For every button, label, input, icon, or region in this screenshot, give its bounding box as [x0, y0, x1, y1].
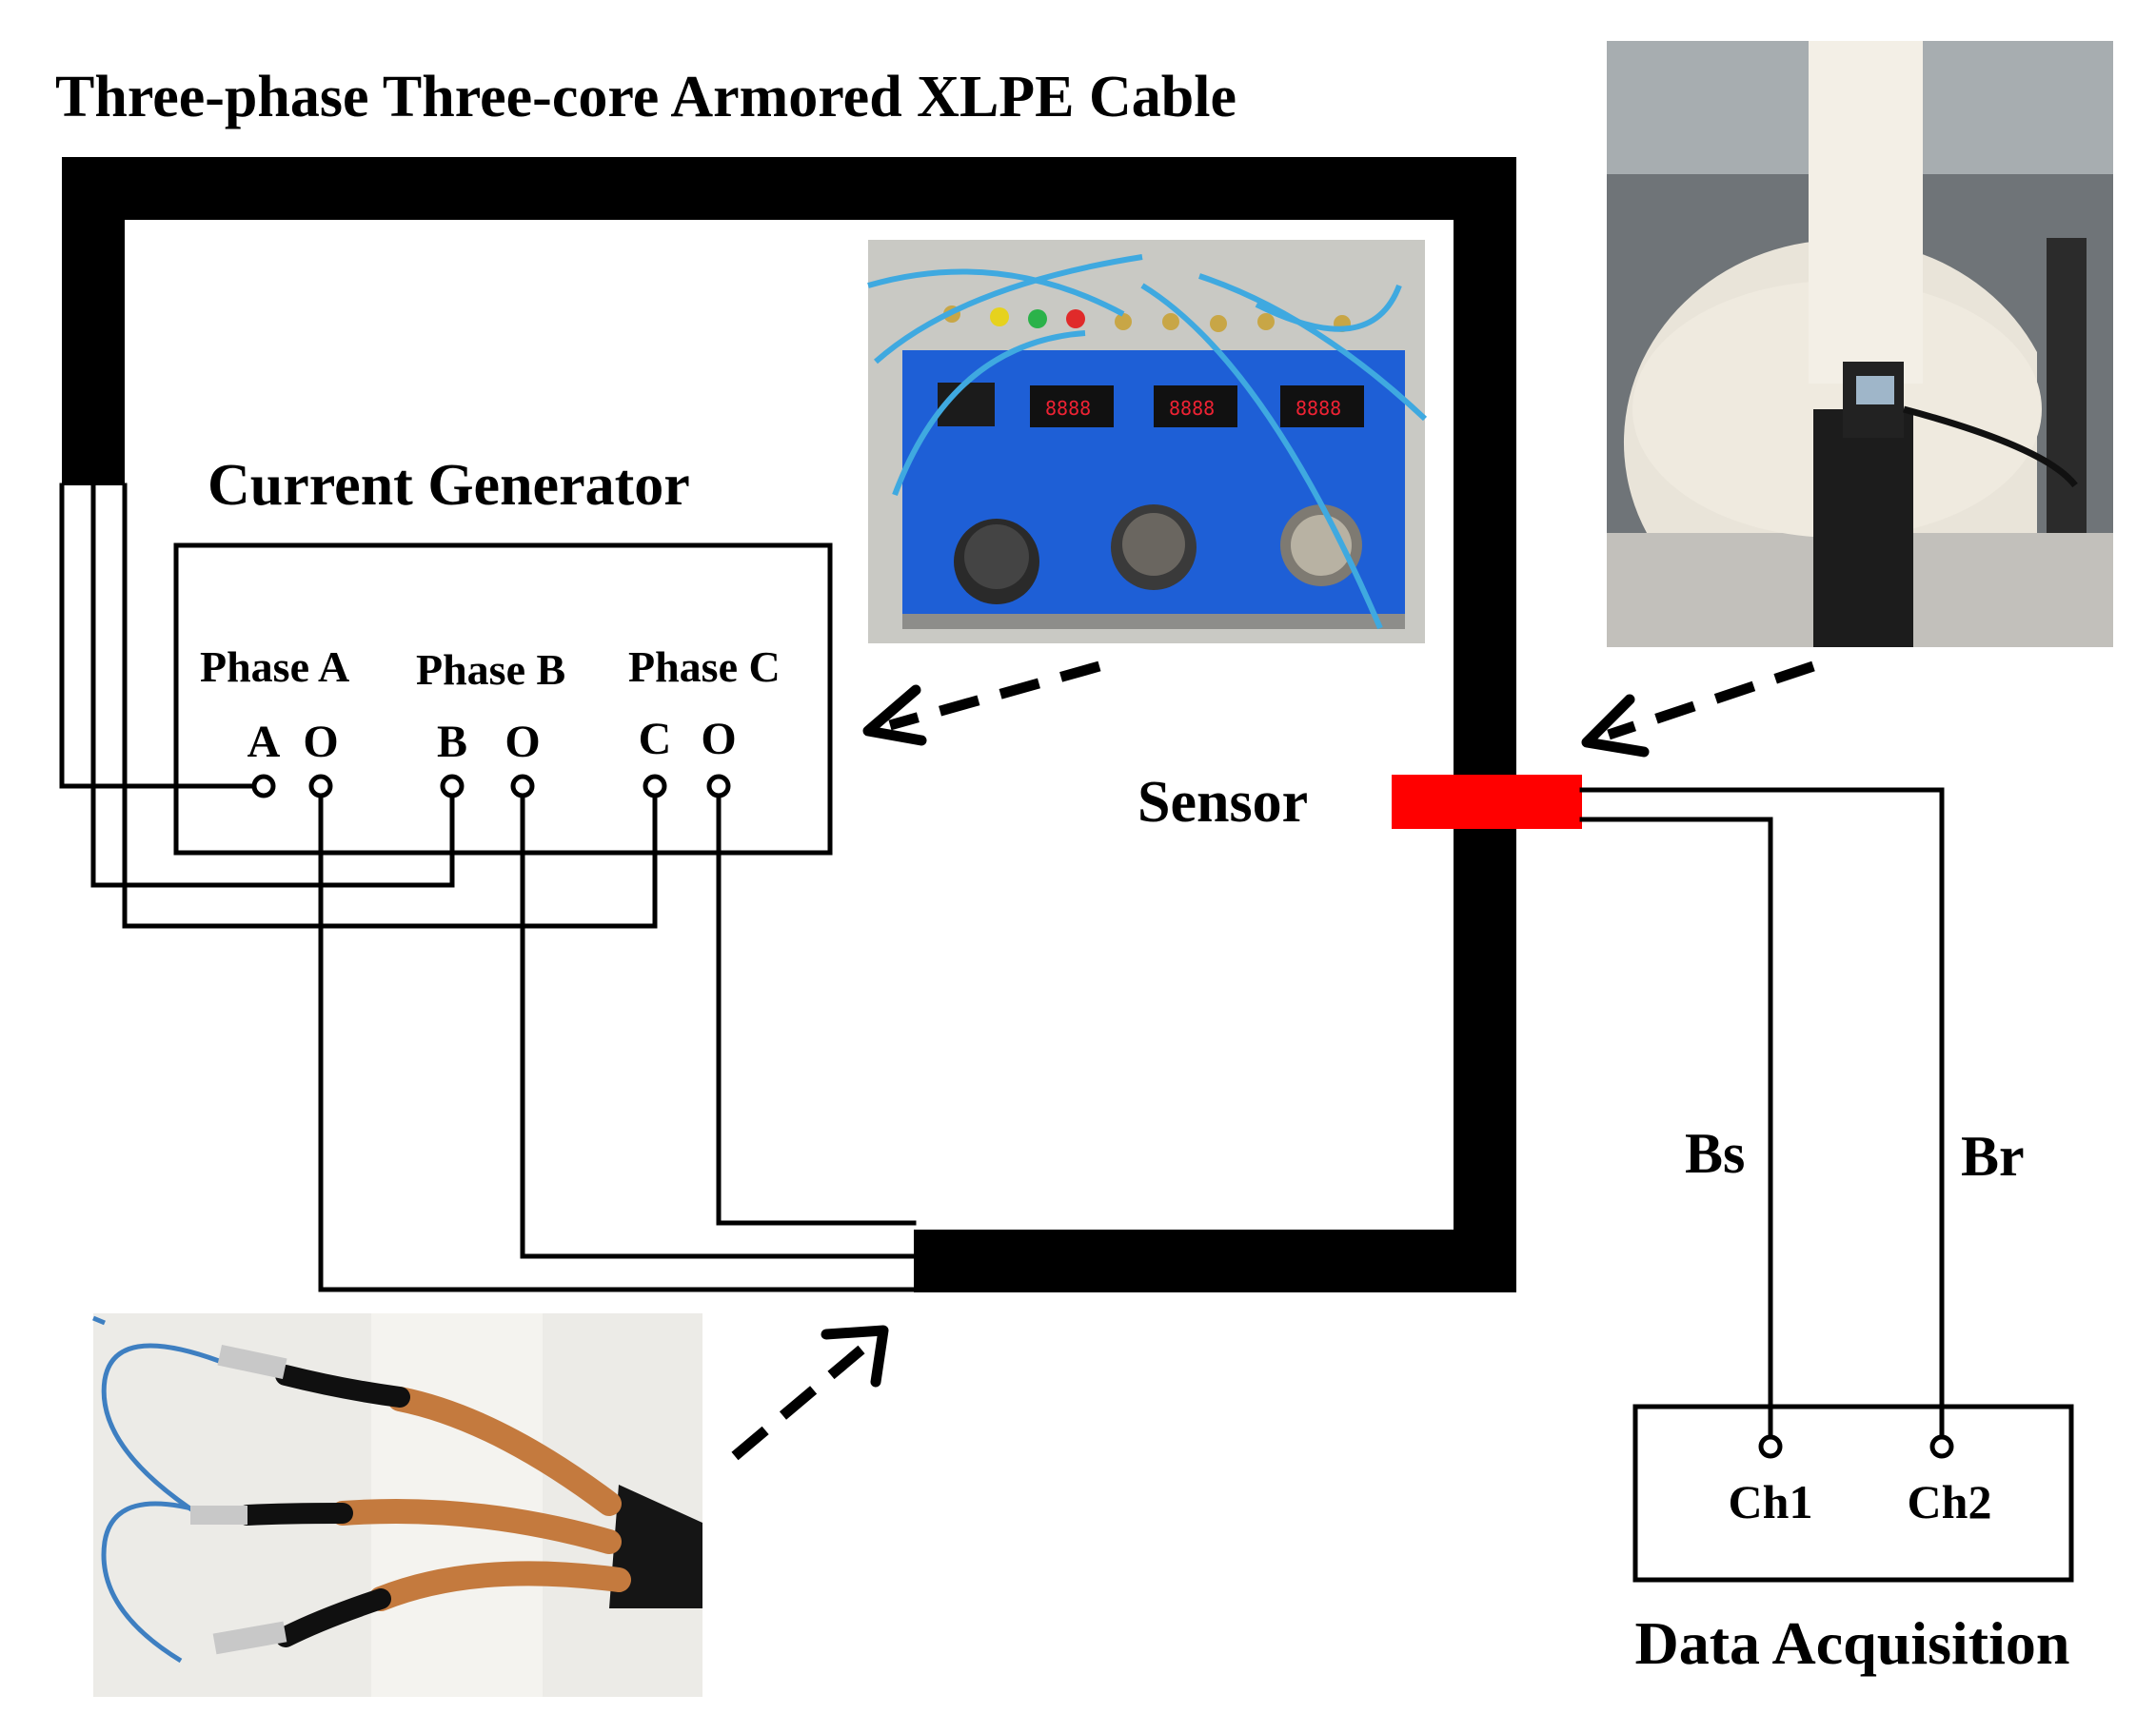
svg-text:8888: 8888 — [1045, 397, 1091, 420]
terminal-a-label: A — [247, 717, 281, 767]
current-generator-box — [173, 542, 833, 856]
br-signal-label: Br — [1961, 1125, 2025, 1188]
terminal-c — [643, 774, 667, 798]
data-acquisition-box — [1632, 1404, 2074, 1583]
terminal-co-label: O — [701, 714, 736, 764]
panel-test-leads — [867, 254, 1428, 630]
terminal-a — [251, 774, 276, 798]
sensor-mount-photo — [1607, 41, 2113, 647]
current-generator-photo: 8888 8888 8888 — [867, 240, 1428, 643]
panel-binding-posts — [943, 305, 1351, 332]
sensor-output-wires: Bs Br — [1579, 787, 2025, 1449]
channel-2-label: Ch2 — [1908, 1475, 1992, 1528]
terminal-b — [440, 774, 465, 798]
terminal-c-label: C — [639, 714, 672, 764]
sensor-block — [1392, 775, 1582, 829]
current-generator-label: Current Generator — [208, 453, 690, 518]
current-generator: Current Generator Phase A Phase B Phase … — [173, 453, 833, 856]
channel-1-terminal — [1758, 1434, 1783, 1459]
sensor: Sensor — [1137, 770, 1582, 835]
bs-signal-label: Bs — [1685, 1122, 1745, 1185]
terminal-co — [706, 774, 731, 798]
cable-core-leads-left — [59, 483, 658, 929]
svg-text:8888: 8888 — [1169, 397, 1215, 420]
sensor-label: Sensor — [1137, 770, 1308, 835]
phase-b-label: Phase B — [416, 645, 565, 694]
panel-displays: 8888 8888 8888 — [938, 383, 1364, 427]
data-acquisition-label: Data Acquisition — [1635, 1609, 2070, 1677]
svg-text:8888: 8888 — [1296, 397, 1341, 420]
terminal-ao-label: O — [303, 717, 338, 767]
channel-1-label: Ch1 — [1729, 1475, 1813, 1528]
arrow-to-cable-end — [731, 1325, 889, 1461]
phase-c-label: Phase C — [628, 642, 781, 691]
terminal-b-label: B — [437, 717, 467, 767]
terminal-bo-label: O — [504, 717, 540, 767]
phase-a-label: Phase A — [200, 642, 349, 691]
terminal-bo — [510, 774, 535, 798]
channel-2-terminal — [1929, 1434, 1954, 1459]
armored-cable-loop — [62, 157, 1516, 1292]
diagram-title: Three-phase Three-core Armored XLPE Cabl… — [55, 65, 1236, 129]
arrow-to-generator — [862, 660, 1101, 746]
cable-return-leads — [318, 783, 917, 1292]
arrow-to-sensor — [1581, 660, 1815, 758]
terminal-ao — [308, 774, 333, 798]
cable-termination-photo — [92, 1313, 702, 1697]
data-acquisition: Ch1 Ch2 Data Acquisition — [1632, 1404, 2074, 1677]
